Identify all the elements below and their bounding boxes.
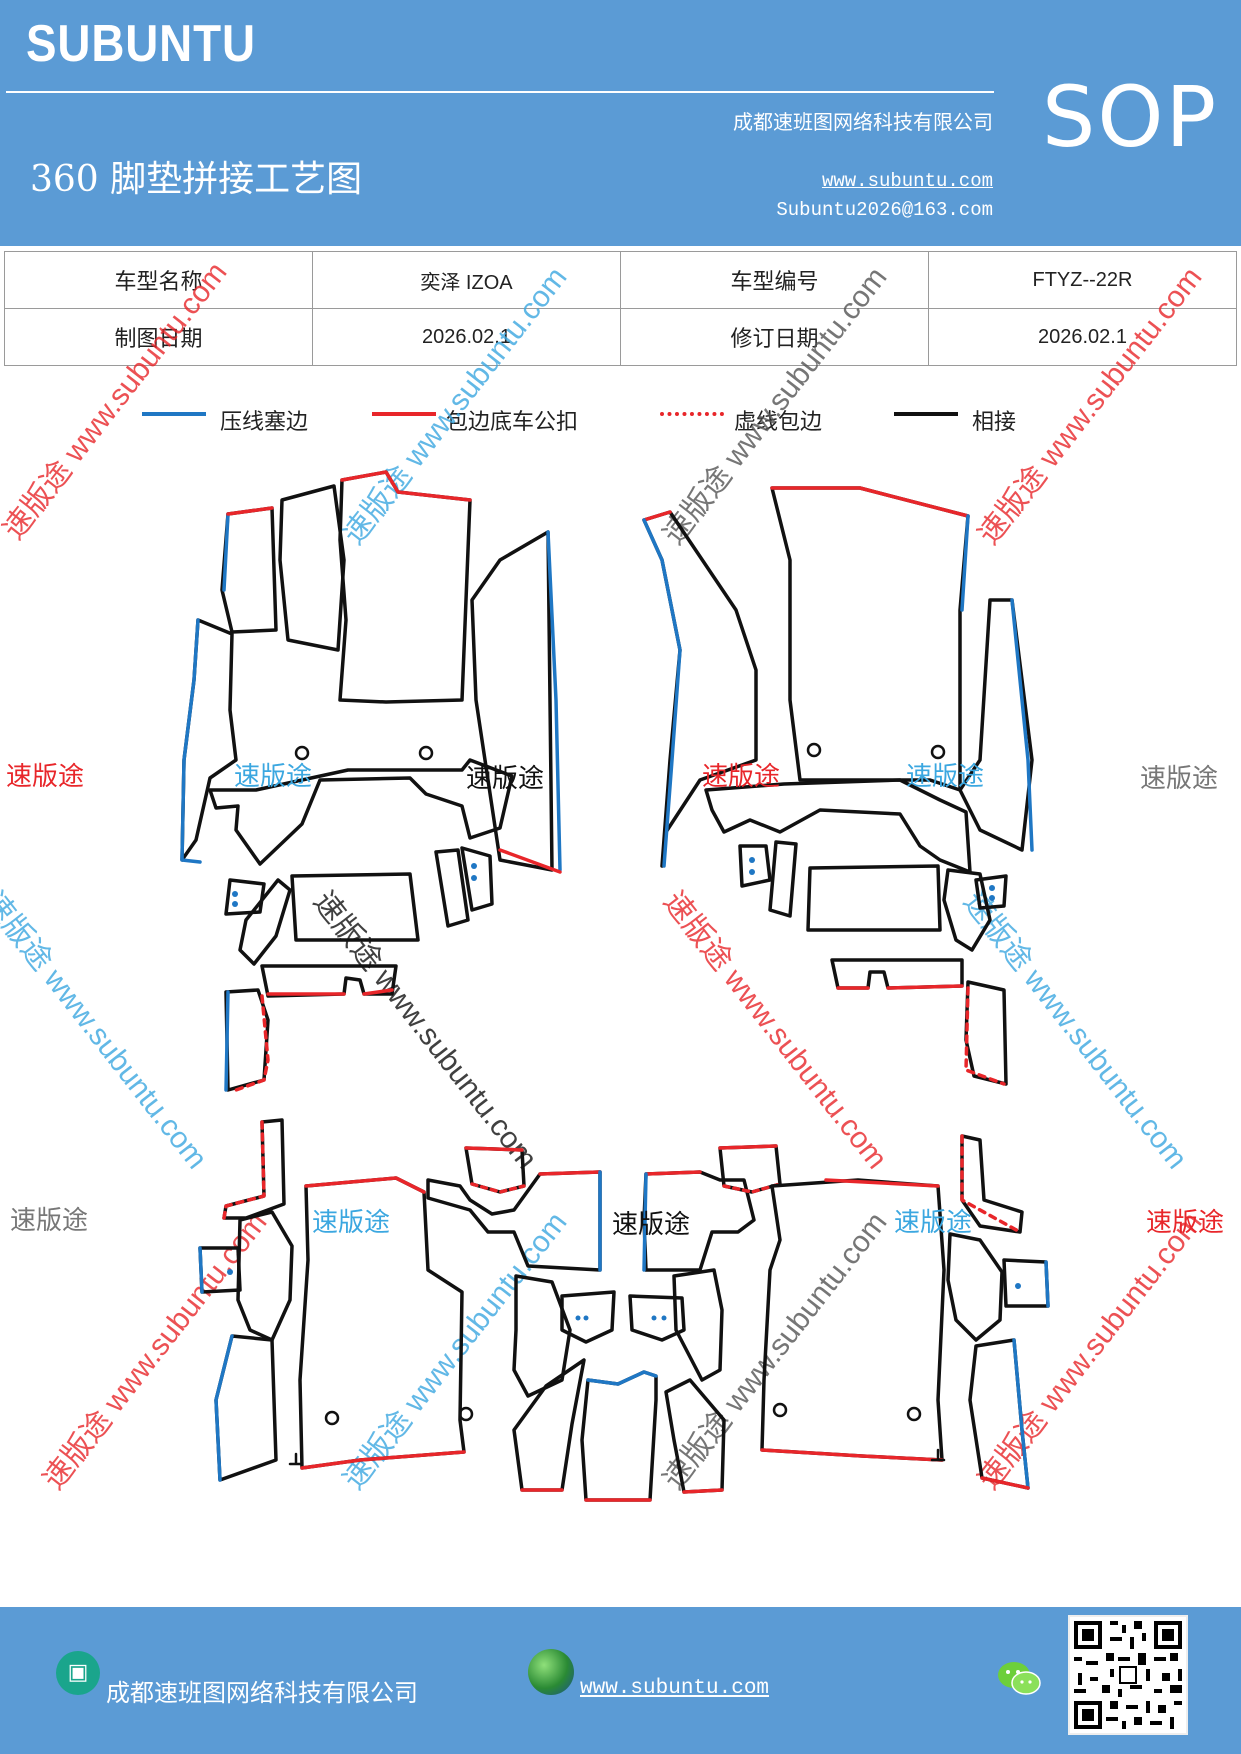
legend-swatch-press — [142, 412, 206, 416]
brandmark: 速版途 — [234, 762, 313, 792]
footer-company: 成都速班图网络科技有限公司 — [106, 1679, 418, 1707]
legend-label-press: 压线塞边 — [220, 410, 309, 435]
front-right-mat — [642, 486, 1034, 1086]
brandmark: 速版途 — [1146, 1208, 1225, 1238]
model-code-value: FTYZ--22R — [928, 251, 1237, 309]
table-row: 制图日期 2026.02.1 修订日期 2026.02.1 — [4, 308, 1237, 366]
legend-swatch-join — [894, 412, 958, 416]
footer-banner: ▣ 成都速班图网络科技有限公司 www.subuntu.com — [0, 1607, 1241, 1754]
brandmark: 速版途 — [612, 1210, 691, 1240]
globe-icon — [528, 1649, 574, 1695]
sop-tag: SOP — [1042, 68, 1219, 166]
brandmark: 速版途 — [466, 764, 545, 794]
model-name-value: 奕泽 IZOA — [312, 251, 621, 309]
legend-label-join: 相接 — [972, 410, 1017, 435]
rear-mats — [198, 1118, 1050, 1502]
header-company: 成都速班图网络科技有限公司 — [733, 110, 993, 134]
draw-date-value: 2026.02.1 — [312, 308, 621, 366]
header-email[interactable]: Subuntu2026@163.com — [776, 199, 993, 221]
brandmark: 速版途 — [702, 762, 781, 792]
table-row: 车型名称 奕泽 IZOA 车型编号 FTYZ--22R — [4, 251, 1237, 309]
revise-date-label: 修订日期 — [620, 308, 929, 366]
legend-swatch-dashed — [660, 412, 724, 416]
footer-website-link[interactable]: www.subuntu.com — [580, 1677, 770, 1700]
header-banner: SUBUNTU 成都速班图网络科技有限公司 360 脚垫拼接工艺图 www.su… — [0, 0, 1241, 246]
brandmark: 速版途 — [894, 1208, 973, 1238]
legend-label-dashed: 虚线包边 — [734, 410, 823, 435]
header-divider — [6, 91, 994, 93]
legend-swatch-wrap — [372, 412, 436, 416]
brand-logo: SUBUNTU — [26, 15, 256, 73]
legend: 压线塞边 包边底车公扣 虚线包边 相接 — [0, 400, 1241, 440]
building-icon: ▣ — [56, 1651, 100, 1695]
vehicle-info-table: 车型名称 奕泽 IZOA 车型编号 FTYZ--22R 制图日期 2026.02… — [4, 251, 1237, 366]
header-website-link[interactable]: www.subuntu.com — [821, 170, 993, 192]
legend-label-wrap: 包边底车公扣 — [446, 410, 579, 435]
wechat-icon[interactable] — [996, 1659, 1042, 1699]
draw-date-label: 制图日期 — [4, 308, 313, 366]
brandmark: 速版途 — [312, 1208, 391, 1238]
brandmark: 速版途 — [10, 1206, 89, 1236]
model-code-label: 车型编号 — [620, 251, 929, 309]
brandmark: 速版途 — [6, 762, 85, 792]
brandmark: 速版途 — [906, 762, 985, 792]
front-left-mat — [180, 470, 562, 1092]
floor-mat-diagram — [180, 470, 1050, 1502]
page-title: 360 脚垫拼接工艺图 — [30, 159, 363, 200]
revise-date-value: 2026.02.1 — [928, 308, 1237, 366]
qr-code[interactable] — [1068, 1615, 1188, 1735]
model-name-label: 车型名称 — [4, 251, 313, 309]
brandmark: 速版途 — [1140, 764, 1219, 794]
